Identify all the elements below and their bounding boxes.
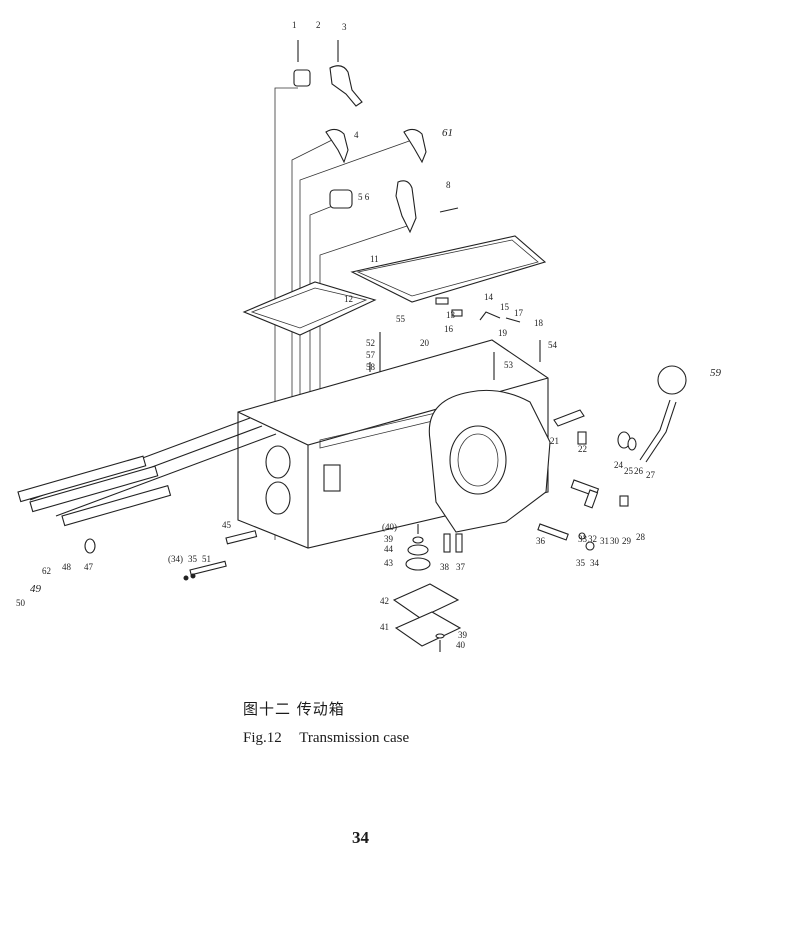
svg-text:22: 22 <box>578 444 587 454</box>
svg-text:41: 41 <box>380 622 389 632</box>
svg-text:27: 27 <box>646 470 656 480</box>
svg-text:26: 26 <box>634 466 644 476</box>
svg-text:16: 16 <box>444 324 454 334</box>
svg-text:32: 32 <box>588 534 597 544</box>
svg-text:25: 25 <box>624 466 634 476</box>
transmission-housing <box>237 339 551 549</box>
figure-number: Fig.12 <box>243 730 282 746</box>
svg-text:29: 29 <box>622 536 632 546</box>
svg-text:3: 3 <box>342 22 347 32</box>
svg-text:28: 28 <box>636 532 646 542</box>
cover-plates <box>242 235 547 336</box>
svg-text:43: 43 <box>384 558 394 568</box>
svg-text:52: 52 <box>366 338 375 348</box>
svg-text:30: 30 <box>610 536 620 546</box>
svg-text:4: 4 <box>354 130 359 140</box>
svg-text:5 6: 5 6 <box>358 192 370 202</box>
svg-text:19: 19 <box>498 328 508 338</box>
svg-text:39: 39 <box>458 630 468 640</box>
svg-text:44: 44 <box>384 544 394 554</box>
svg-text:20: 20 <box>420 338 430 348</box>
svg-text:42: 42 <box>380 596 389 606</box>
svg-text:50: 50 <box>16 598 26 608</box>
svg-text:(34): (34) <box>168 554 183 564</box>
shift-fork-parts <box>293 40 459 234</box>
svg-text:61: 61 <box>442 127 453 139</box>
svg-text:35: 35 <box>576 558 586 568</box>
svg-text:21: 21 <box>550 436 559 446</box>
svg-text:15: 15 <box>500 302 510 312</box>
svg-text:48: 48 <box>62 562 72 572</box>
svg-text:39: 39 <box>384 534 394 544</box>
svg-text:57: 57 <box>366 350 376 360</box>
svg-text:31: 31 <box>600 536 609 546</box>
svg-text:54: 54 <box>548 340 558 350</box>
shift-rods <box>17 417 277 554</box>
svg-text:34: 34 <box>590 558 600 568</box>
svg-text:14: 14 <box>484 292 494 302</box>
exploded-diagram: 1 2 3 4 61 5 6 8 11 12 55 14 15 17 13 16… <box>16 20 722 652</box>
svg-text:17: 17 <box>514 308 524 318</box>
page-number: 34 <box>352 828 369 847</box>
svg-text:2: 2 <box>316 20 321 30</box>
svg-text:24: 24 <box>614 460 624 470</box>
svg-text:53: 53 <box>504 360 514 370</box>
svg-text:35: 35 <box>188 554 198 564</box>
svg-text:59: 59 <box>710 367 722 379</box>
svg-text:51: 51 <box>202 554 211 564</box>
svg-text:45: 45 <box>222 520 232 530</box>
svg-text:12: 12 <box>344 294 353 304</box>
svg-text:62: 62 <box>42 566 51 576</box>
figure-caption-english: Fig.12 Transmission case <box>243 730 409 747</box>
svg-text:40: 40 <box>456 640 466 650</box>
svg-text:37: 37 <box>456 562 466 572</box>
svg-text:11: 11 <box>370 254 379 264</box>
svg-text:47: 47 <box>84 562 94 572</box>
svg-text:18: 18 <box>534 318 544 328</box>
svg-text:55: 55 <box>396 314 406 324</box>
part-labels: 1 2 3 4 61 5 6 8 11 12 55 14 15 17 13 16… <box>16 20 722 650</box>
svg-text:13: 13 <box>446 310 456 320</box>
svg-text:38: 38 <box>440 562 450 572</box>
figure-title: Transmission case <box>299 730 410 746</box>
svg-text:33: 33 <box>578 534 588 544</box>
svg-text:1: 1 <box>292 20 297 30</box>
svg-text:49: 49 <box>30 583 42 595</box>
svg-text:8: 8 <box>446 180 451 190</box>
figure-caption-chinese: 图十二 传动箱 <box>243 700 345 718</box>
svg-text:58: 58 <box>366 362 376 372</box>
svg-text:36: 36 <box>536 536 546 546</box>
small-parts <box>183 297 687 652</box>
svg-text:(40): (40) <box>382 522 397 532</box>
